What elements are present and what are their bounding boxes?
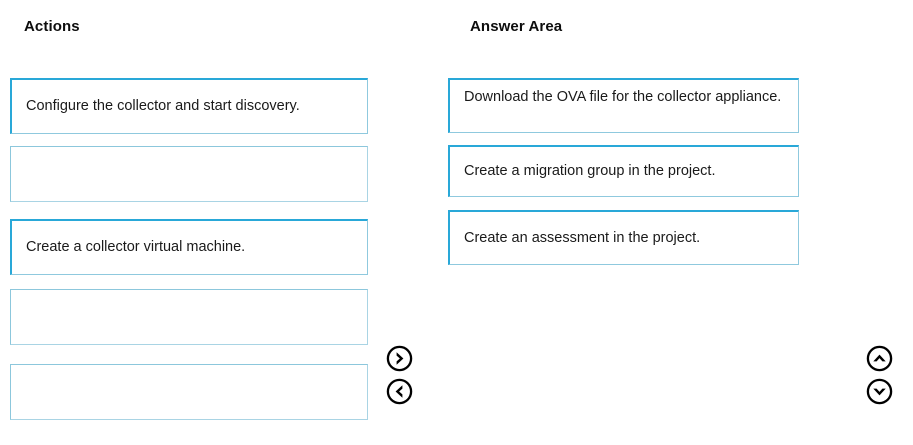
action-item[interactable]: Configure the collector and start discov… (10, 78, 368, 134)
answer-area-heading: Answer Area (470, 18, 563, 35)
action-item-label: Configure the collector and start discov… (26, 98, 300, 114)
chevron-right-circle-icon[interactable] (386, 345, 413, 372)
answer-item[interactable]: Download the OVA file for the collector … (448, 78, 799, 133)
chevron-down-circle-icon[interactable] (866, 378, 893, 405)
answer-item[interactable]: Create a migration group in the project. (448, 145, 799, 197)
action-item[interactable]: Create a collector virtual machine. (10, 219, 368, 275)
chevron-up-circle-icon[interactable] (866, 345, 893, 372)
action-item-label: Create a collector virtual machine. (26, 239, 246, 255)
chevron-left-circle-icon[interactable] (386, 378, 413, 405)
action-item-empty[interactable] (10, 146, 368, 202)
action-item-empty[interactable] (10, 364, 368, 420)
answer-item-label: Create an assessment in the project. (464, 229, 701, 246)
answer-item[interactable]: Create an assessment in the project. (448, 210, 799, 265)
answer-item-label: Download the OVA file for the collector … (464, 89, 782, 105)
actions-column-heading: Actions (24, 18, 80, 35)
answer-item-label: Create a migration group in the project. (464, 163, 716, 179)
action-item-empty[interactable] (10, 289, 368, 345)
